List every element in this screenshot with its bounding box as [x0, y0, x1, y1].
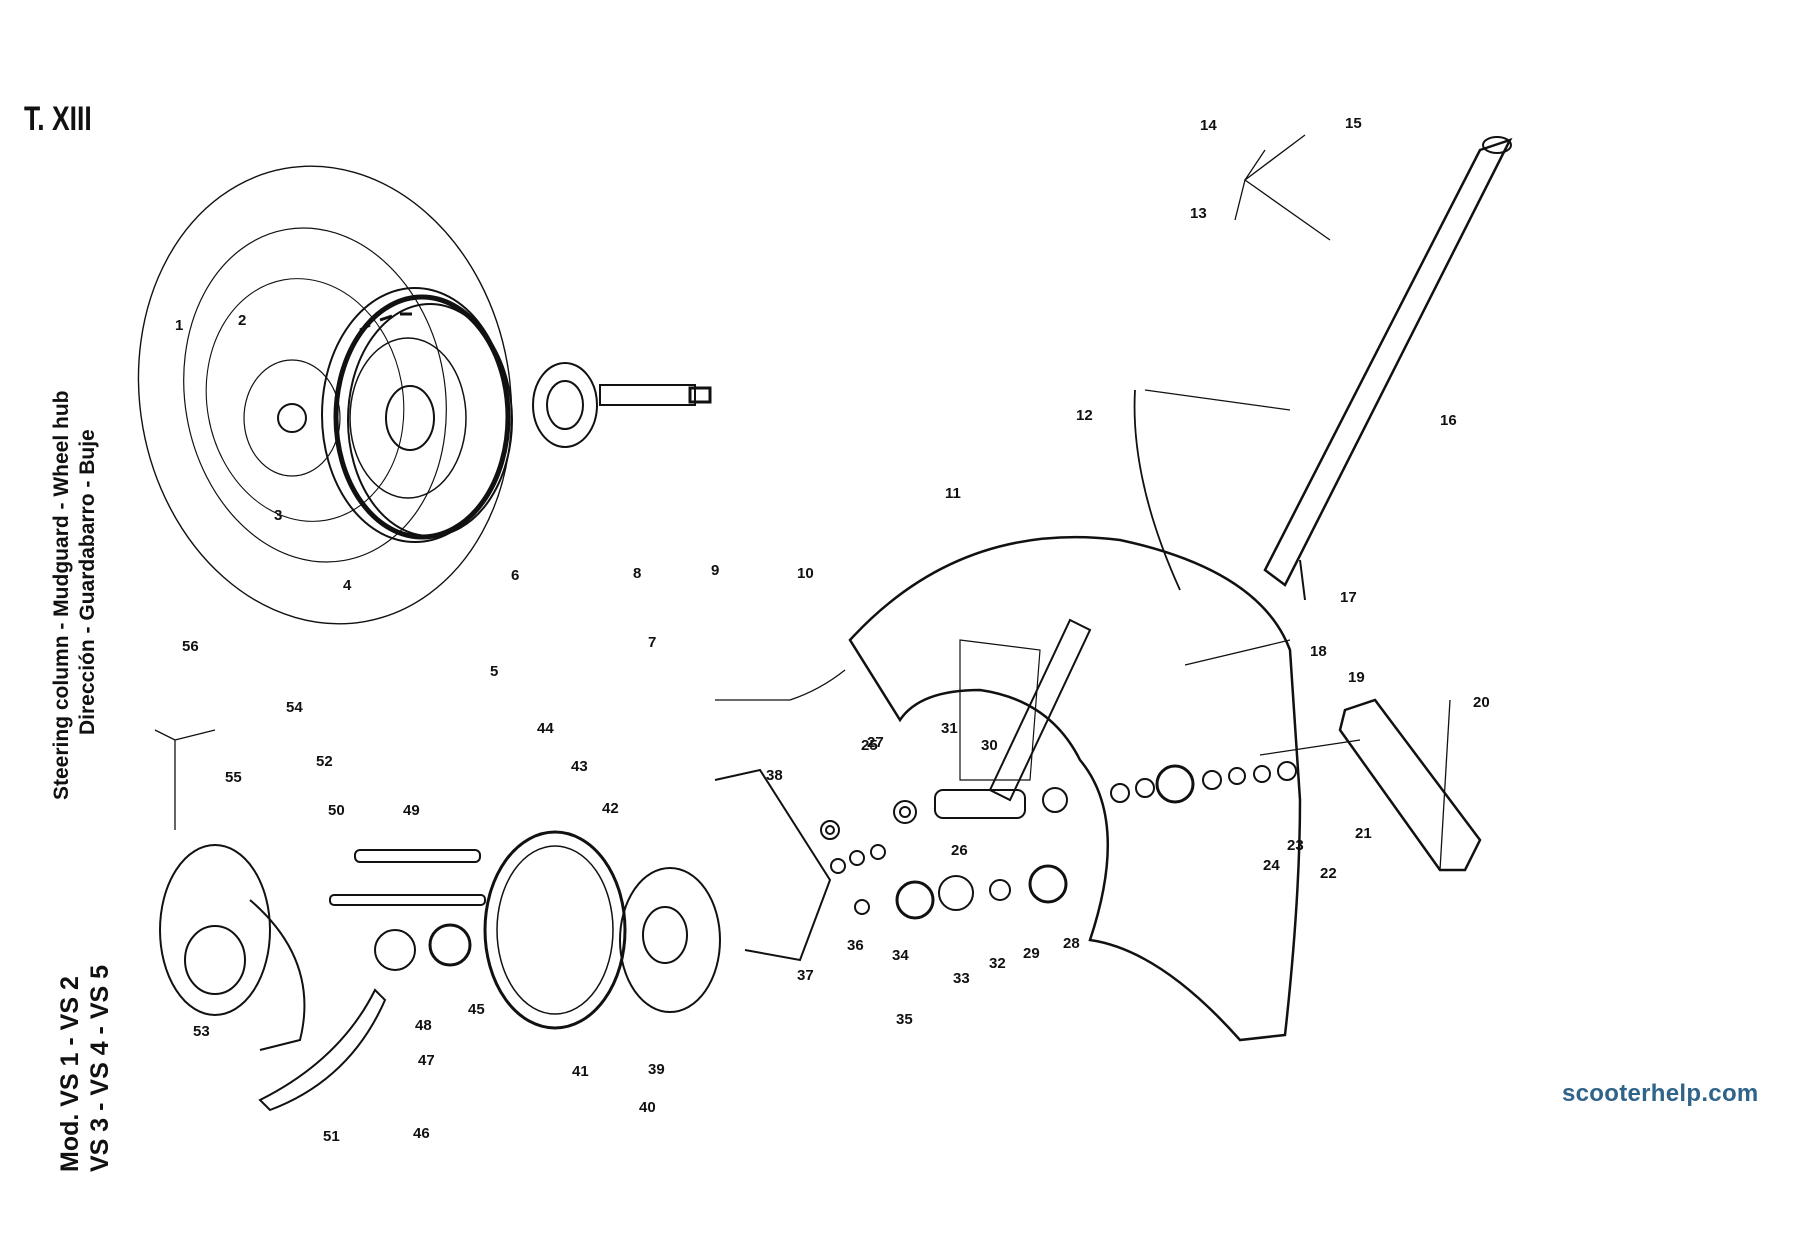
callout-49: 49 — [403, 802, 420, 819]
callout-5: 5 — [490, 663, 498, 680]
callout-42: 42 — [602, 800, 619, 817]
callout-20: 20 — [1473, 694, 1490, 711]
callout-26: 26 — [951, 842, 968, 859]
callout-7: 7 — [648, 634, 656, 651]
hub-flange — [532, 362, 712, 448]
callout-56: 56 — [182, 638, 199, 655]
callout-47: 47 — [418, 1052, 435, 1069]
callout-29: 29 — [1023, 945, 1040, 962]
fork-cover — [1338, 698, 1482, 872]
callout-17: 17 — [1340, 589, 1357, 606]
callout-38: 38 — [766, 767, 783, 784]
callout-19: 19 — [1348, 669, 1365, 686]
callout-18: 18 — [1310, 643, 1327, 660]
callout-44: 44 — [537, 720, 554, 737]
callout-13: 13 — [1190, 205, 1207, 222]
steering-column — [1263, 136, 1513, 601]
callout-55: 55 — [225, 769, 242, 786]
callout-39: 39 — [648, 1061, 665, 1078]
dust-cover — [483, 830, 627, 1030]
callout-12: 12 — [1076, 407, 1093, 424]
spindles — [329, 849, 486, 906]
callout-31: 31 — [941, 720, 958, 737]
callout-3: 3 — [274, 507, 282, 524]
callout-22: 22 — [1320, 865, 1337, 882]
callout-33: 33 — [953, 970, 970, 987]
leader-lines — [154, 134, 1451, 871]
callout-52: 52 — [316, 753, 333, 770]
callout-14: 14 — [1200, 117, 1217, 134]
callout-32: 32 — [989, 955, 1006, 972]
callout-54: 54 — [286, 699, 303, 716]
callout-40: 40 — [639, 1099, 656, 1116]
brake-shoe — [258, 988, 387, 1112]
hub-casting — [619, 768, 832, 1013]
callout-35: 35 — [896, 1011, 913, 1028]
callout-46: 46 — [413, 1125, 430, 1142]
fork-arm — [934, 618, 1092, 819]
callout-6: 6 — [511, 567, 519, 584]
plate-label: T. XIII — [24, 100, 92, 138]
callout-34: 34 — [892, 947, 909, 964]
mudguard — [848, 535, 1302, 1042]
callout-10: 10 — [797, 565, 814, 582]
callout-9: 9 — [711, 562, 719, 579]
callout-41: 41 — [572, 1063, 589, 1080]
callout-15: 15 — [1345, 115, 1362, 132]
callout-48: 48 — [415, 1017, 432, 1034]
callout-37: 37 — [797, 967, 814, 984]
callout-36: 36 — [847, 937, 864, 954]
callout-21: 21 — [1355, 825, 1372, 842]
tyre-outline — [137, 165, 513, 625]
callout-27: 27 — [867, 734, 884, 751]
callout-28: 28 — [1063, 935, 1080, 952]
small-parts — [374, 761, 1297, 971]
callout-53: 53 — [193, 1023, 210, 1040]
callout-25: 25 — [861, 737, 878, 754]
brake-backplate — [159, 844, 306, 1051]
callout-50: 50 — [328, 802, 345, 819]
callout-30: 30 — [981, 737, 998, 754]
callout-11: 11 — [945, 485, 961, 502]
callout-51: 51 — [323, 1128, 340, 1145]
callout-45: 45 — [468, 1001, 485, 1018]
callout-23: 23 — [1287, 837, 1304, 854]
callout-16: 16 — [1440, 412, 1457, 429]
callout-1: 1 — [175, 317, 183, 334]
brake-drum — [321, 287, 513, 543]
callout-8: 8 — [633, 565, 641, 582]
watermark: scooterhelp.com — [1562, 1080, 1759, 1107]
callout-43: 43 — [571, 758, 588, 775]
callout-24: 24 — [1263, 857, 1280, 874]
callout-2: 2 — [238, 312, 246, 329]
callout-4: 4 — [343, 577, 352, 594]
